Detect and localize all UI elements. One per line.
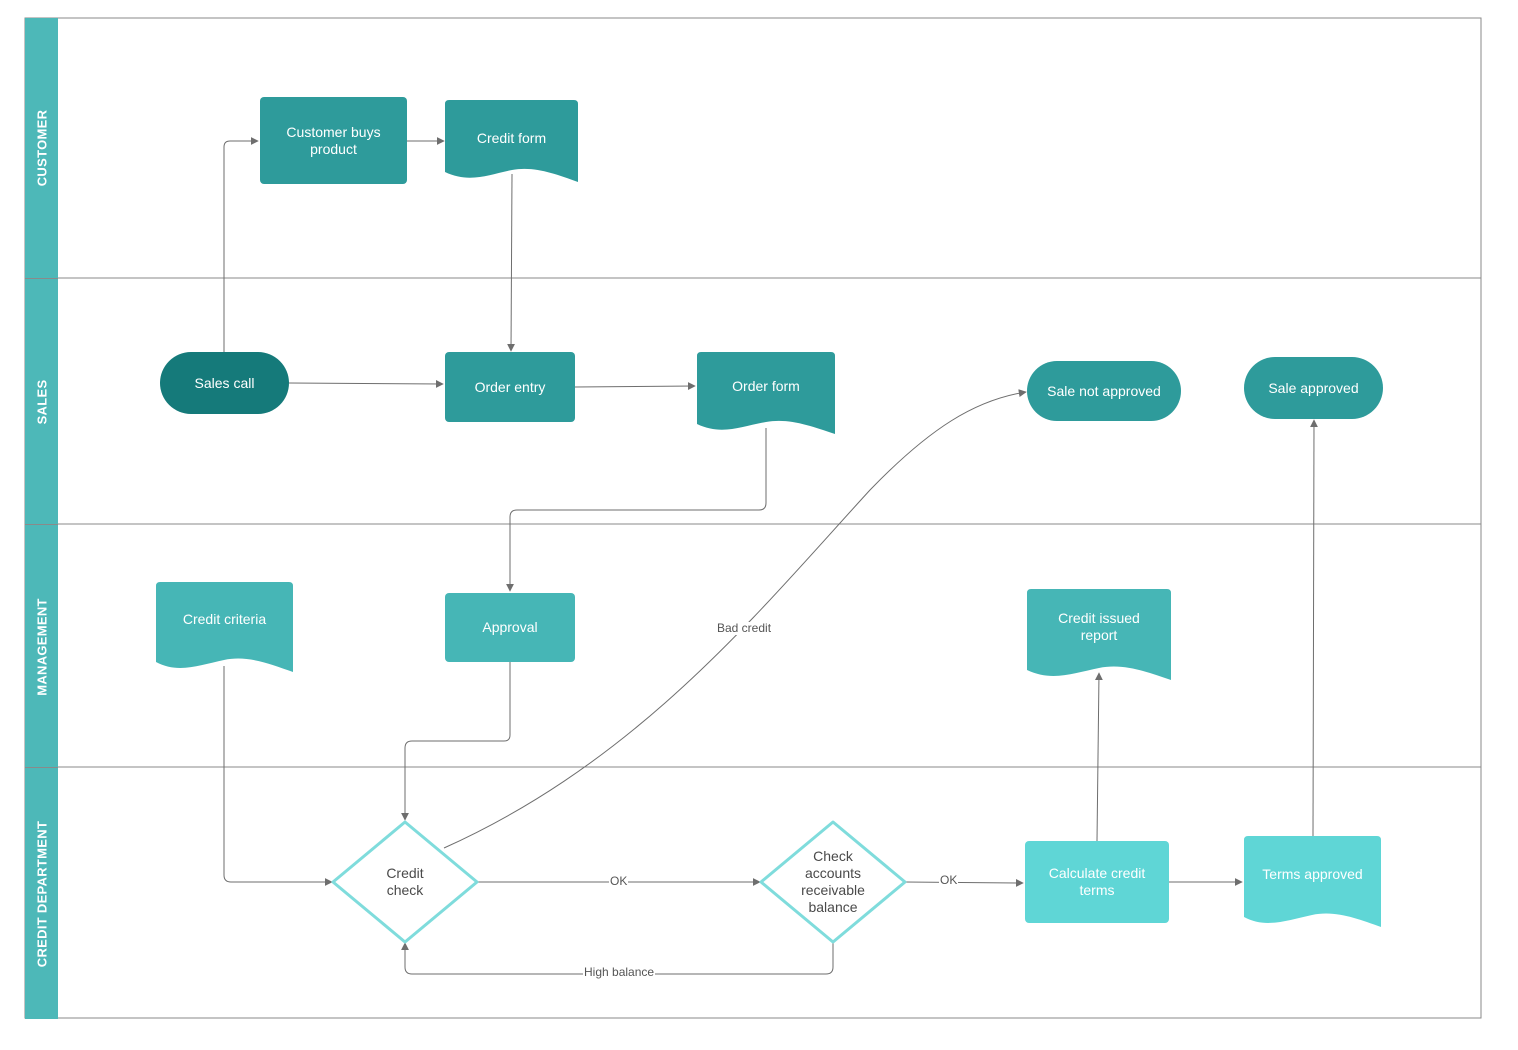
- lane-header-management: MANAGEMENT: [25, 524, 58, 768]
- edge-label-bad-credit: Bad credit: [716, 621, 773, 635]
- connector-salescall-to-customerbuys[interactable]: [223, 137, 259, 352]
- terms-approved-document[interactable]: [1244, 836, 1381, 927]
- connector-creditform-to-orderentry[interactable]: [507, 173, 516, 352]
- lane-label-sales: SALES: [34, 379, 49, 425]
- sale-approved-terminator[interactable]: [1244, 357, 1383, 419]
- connector-creditcriteria-to-creditcheck[interactable]: [223, 666, 333, 886]
- approval-process[interactable]: [445, 593, 575, 662]
- sale-not-approved-terminator[interactable]: [1027, 361, 1181, 421]
- credit-criteria-document[interactable]: [156, 582, 293, 672]
- credit-form-document[interactable]: [445, 100, 578, 182]
- edge-label-ok-2: OK: [939, 873, 959, 887]
- lane-header-sales: SALES: [25, 278, 58, 525]
- customer-buys-product-process[interactable]: [260, 97, 407, 184]
- connector-creditcheck-to-salenotapproved[interactable]: [443, 389, 1027, 849]
- edge-label-ok-1: OK: [609, 874, 629, 888]
- connector-orderentry-to-orderform[interactable]: [574, 382, 696, 391]
- sales-call-terminator[interactable]: [160, 352, 289, 414]
- connector-orderform-to-approval[interactable]: [506, 428, 767, 592]
- connector-salescall-to-orderentry[interactable]: [288, 379, 444, 388]
- lane-header-credit-department: CREDIT DEPARTMENT: [25, 767, 58, 1019]
- lane-header-customer: CUSTOMER: [25, 18, 58, 278]
- calculate-credit-terms-process[interactable]: [1025, 841, 1169, 923]
- connector-checkaccounts-to-calculate[interactable]: [904, 878, 1024, 887]
- lane-label-management: MANAGEMENT: [34, 597, 49, 696]
- credit-check-decision[interactable]: [331, 820, 479, 944]
- connector-termsapproved-to-saleapproved[interactable]: [1309, 419, 1318, 837]
- connector-approval-to-creditcheck[interactable]: [401, 662, 511, 821]
- edge-label-high-balance: High balance: [583, 965, 656, 979]
- lane-label-credit-department: CREDIT DEPARTMENT: [34, 820, 49, 967]
- lane-label-customer: CUSTOMER: [34, 109, 49, 187]
- connector-calculate-to-creditissued[interactable]: [1094, 672, 1103, 842]
- check-accounts-decision[interactable]: [759, 820, 907, 944]
- order-entry-process[interactable]: [445, 352, 575, 422]
- credit-issued-report-document[interactable]: [1027, 589, 1171, 680]
- order-form-document[interactable]: [697, 352, 835, 434]
